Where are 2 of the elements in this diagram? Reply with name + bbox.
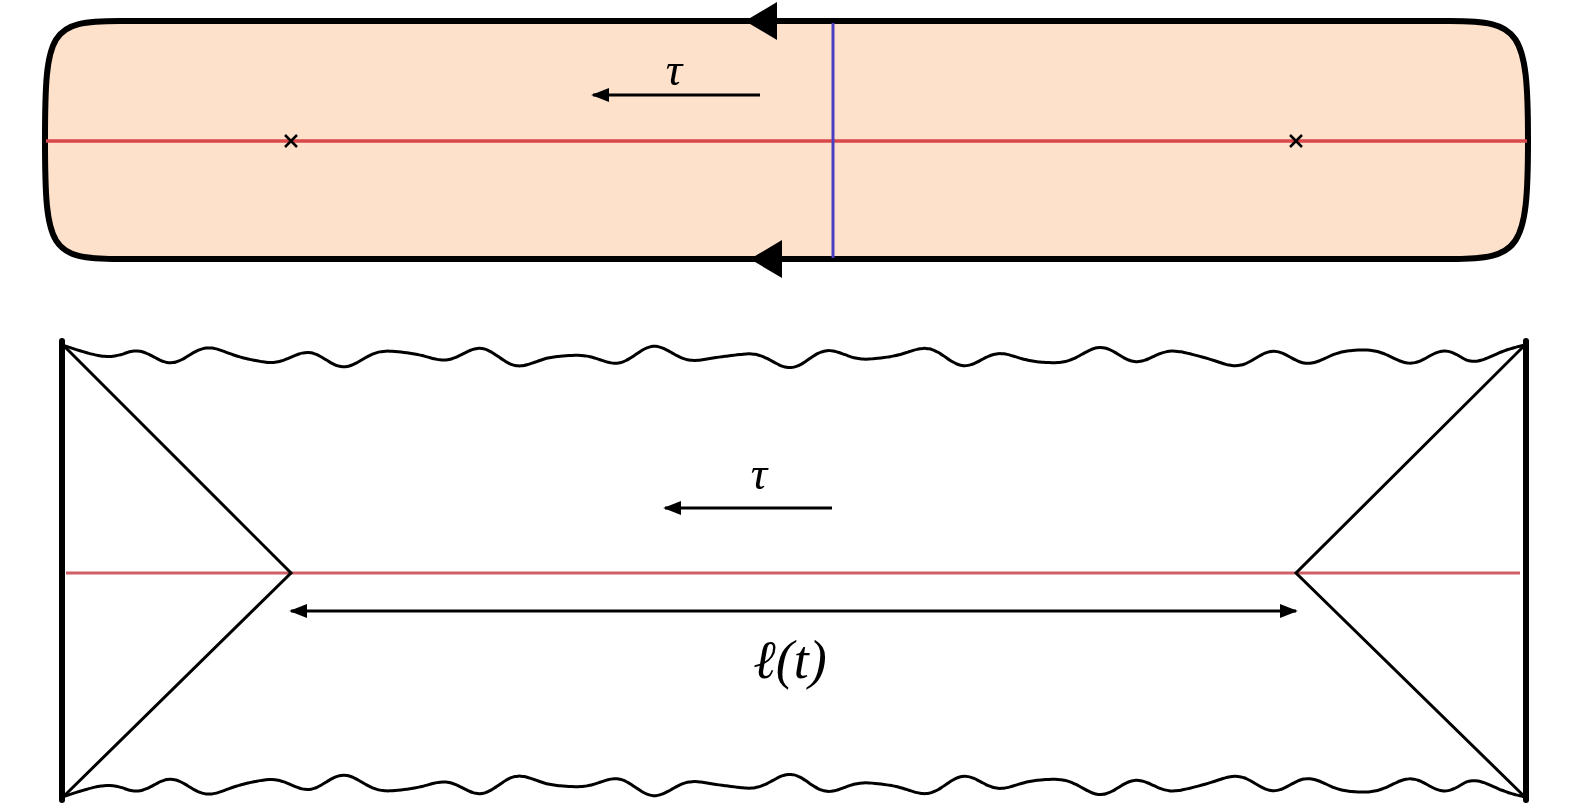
- variable-label: τ: [750, 451, 768, 497]
- variable-label: τ: [665, 47, 683, 93]
